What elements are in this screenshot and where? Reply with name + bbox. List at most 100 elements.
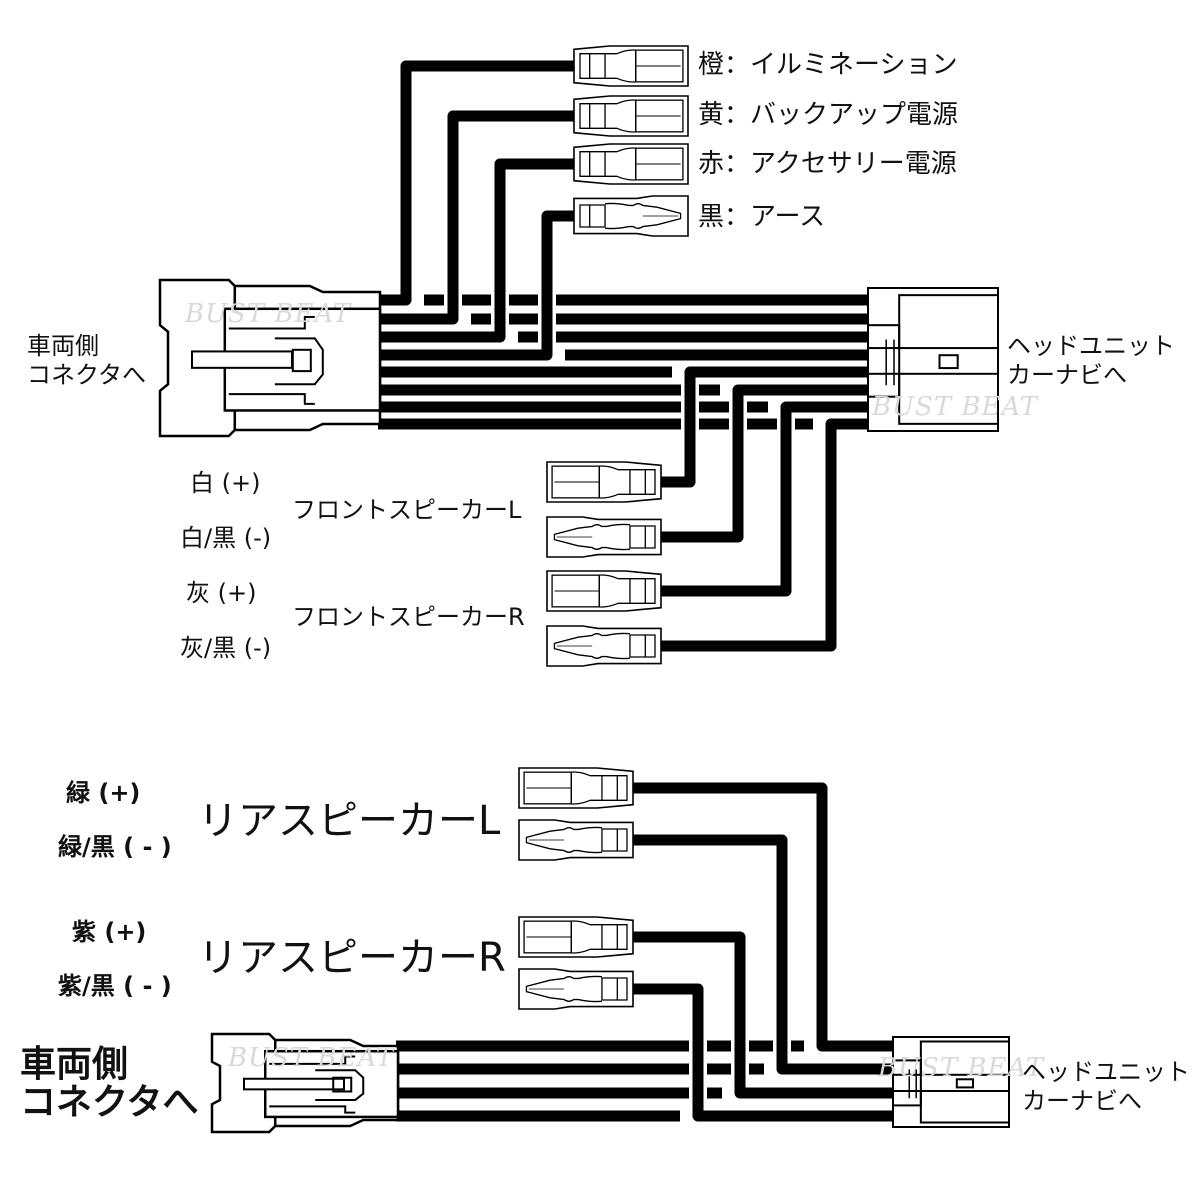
watermark: BUST BEAT xyxy=(184,299,352,329)
terminal-receptacle xyxy=(525,975,603,1003)
terminals-layer xyxy=(518,45,689,1010)
wire-label-front-r-minus: 灰/黒 (-) xyxy=(180,634,272,662)
terminal-blade xyxy=(551,465,600,499)
terminal-crimp xyxy=(601,775,618,801)
wire-rear-speaker-1 xyxy=(630,834,893,1075)
label-line: ヘッドユニット xyxy=(1007,332,1175,360)
terminal-label-accessory-power: 赤：アクセサリー電源 xyxy=(698,149,957,179)
terminal-sleeve xyxy=(518,916,634,958)
group-label-rear-speaker-l: リアスピーカーL xyxy=(198,798,501,844)
rear-speaker-terminal-1 xyxy=(518,819,634,861)
label-line: カーナビへ xyxy=(1007,360,1127,389)
rear-speaker-terminal-2 xyxy=(518,916,634,958)
terminal-sleeve xyxy=(546,625,662,667)
terminal-blade xyxy=(523,771,572,805)
label-line: カーナビへ xyxy=(1022,1086,1142,1115)
power-terminal-0 xyxy=(573,45,689,87)
terminal-receptacle xyxy=(553,632,631,660)
terminal-crimp xyxy=(601,977,618,1001)
top-vehicle-connector-label: 車両側 コネクタへ xyxy=(27,332,146,390)
terminal-sleeve xyxy=(518,767,634,809)
connector-side-block xyxy=(892,1059,922,1107)
connectors-layer xyxy=(158,278,1011,1134)
bottom-head-unit-label: ヘッドユニット カーナビへ xyxy=(1022,1058,1190,1116)
group-label-front-speaker-l: フロントスピーカーL xyxy=(292,496,522,524)
terminal-label-backup-power: 黄：バックアップ電源 xyxy=(698,100,959,130)
front-speaker-terminal-0 xyxy=(546,461,662,503)
terminal-sleeve xyxy=(546,570,662,612)
connector-key xyxy=(191,350,293,369)
label-line: 車両側 xyxy=(20,1044,129,1085)
wire-power-2 xyxy=(378,158,580,343)
wire-power-0 xyxy=(378,60,580,306)
connector-lock xyxy=(315,1069,365,1101)
terminal-sleeve xyxy=(573,95,689,137)
terminal-sleeve xyxy=(546,516,662,558)
connector-side-block xyxy=(867,324,901,398)
wires-layer xyxy=(378,60,893,1122)
terminal-crimp xyxy=(589,53,606,79)
terminal-crimp xyxy=(589,151,606,177)
connector-window xyxy=(955,1078,975,1089)
terminal-crimp xyxy=(601,828,618,852)
wire-rear-speaker-0 xyxy=(630,782,893,1052)
label-line: 車両側 xyxy=(27,332,99,360)
connector-lock xyxy=(274,337,324,386)
front-speaker-terminal-3 xyxy=(546,625,662,667)
wire-label-rear-r-plus: 紫 (+) xyxy=(72,918,147,946)
watermarks-layer: BUST BEAT BUST BEAT BUST BEAT BUST BEAT xyxy=(184,299,1045,1083)
terminal-sleeve xyxy=(518,968,634,1010)
terminal-sleeve xyxy=(546,461,662,503)
group-label-rear-speaker-r: リアスピーカーR xyxy=(198,935,506,981)
rear-speaker-terminal-3 xyxy=(518,968,634,1010)
connector-lock-window xyxy=(332,1076,353,1093)
wire-rear-speaker-3 xyxy=(630,983,893,1122)
top-head-unit-label: ヘッドユニット カーナビへ xyxy=(1007,332,1175,390)
connector-lock-window xyxy=(291,348,312,373)
wire-rear-speaker-2 xyxy=(630,931,893,1099)
watermark: BUST BEAT xyxy=(227,1043,395,1073)
wire-label-front-l-plus: 白 (+) xyxy=(190,469,261,497)
wire-label-rear-r-minus: 紫/黒 ( - ) xyxy=(58,972,172,1000)
wire-power-1 xyxy=(378,110,580,325)
terminal-sleeve xyxy=(573,45,689,87)
label-line: コネクタへ xyxy=(27,360,147,389)
wire-power-3 xyxy=(378,210,580,361)
connector-key xyxy=(243,1077,345,1091)
connector-center-band xyxy=(867,347,999,375)
terminal-label-illumination: 橙：イルミネーション xyxy=(698,50,958,80)
terminal-receptacle xyxy=(525,826,603,854)
connector-detail xyxy=(269,1055,356,1065)
bottom-vehicle-connector xyxy=(210,1032,400,1134)
terminal-blade xyxy=(635,49,684,83)
group-label-front-speaker-r: フロントスピーカーR xyxy=(292,603,525,631)
rear-speaker-terminal-0 xyxy=(518,767,634,809)
terminal-blade xyxy=(635,147,684,181)
wire-front-speaker-2 xyxy=(655,401,868,597)
terminal-blade xyxy=(635,99,684,133)
terminal-crimp xyxy=(589,204,606,228)
wire-front-speaker-0 xyxy=(655,366,868,488)
terminal-crimp xyxy=(589,103,606,129)
power-terminal-3 xyxy=(573,195,689,237)
terminal-sleeve xyxy=(573,195,689,237)
terminal-crimp xyxy=(629,578,646,604)
connector-window xyxy=(938,354,959,370)
watermark: BUST BEAT xyxy=(877,1053,1045,1083)
watermark: BUST BEAT xyxy=(871,392,1039,422)
terminal-label-ground: 黒：アース xyxy=(698,202,826,232)
wire-label-front-l-minus: 白/黒 (-) xyxy=(180,524,272,552)
power-terminal-2 xyxy=(573,143,689,185)
wire-front-speaker-1 xyxy=(655,384,868,543)
connector-detail xyxy=(269,1105,356,1114)
terminal-crimp xyxy=(601,924,618,950)
wire-front-speaker-3 xyxy=(655,418,868,652)
power-terminal-1 xyxy=(573,95,689,137)
terminal-receptacle xyxy=(604,202,682,230)
front-speaker-terminal-1 xyxy=(546,516,662,558)
terminal-receptacle xyxy=(553,523,631,551)
wire-label-rear-l-plus: 緑 (+) xyxy=(66,779,141,807)
terminal-sleeve xyxy=(573,143,689,185)
terminal-crimp xyxy=(629,469,646,495)
